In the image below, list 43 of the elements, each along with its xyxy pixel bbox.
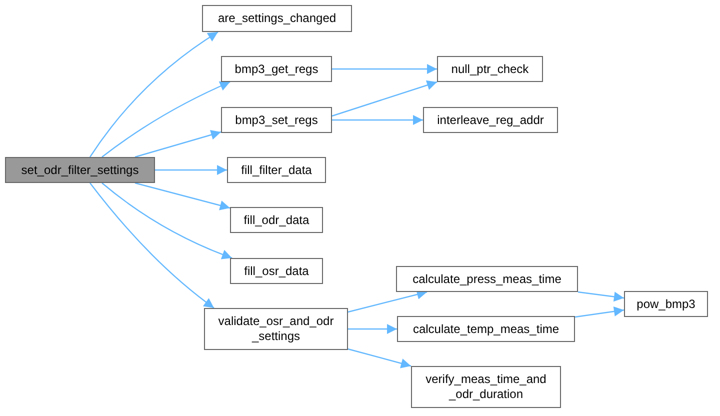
call-arrow [332, 64, 437, 74]
call-arrow [348, 348, 412, 368]
call-arrow [348, 290, 428, 313]
function-box [221, 56, 332, 82]
function-box [221, 107, 332, 133]
call-arrow [134, 130, 222, 158]
function-name: fill_filter_data [240, 162, 313, 178]
call-arrow [332, 80, 438, 117]
call-arrow [332, 115, 423, 125]
function-box [624, 291, 708, 317]
function-box [397, 316, 575, 342]
function-name: pow_bmp3 [636, 296, 696, 312]
call-arrow [348, 324, 397, 334]
function-box [396, 266, 578, 292]
function-name: null_ptr_check [450, 62, 530, 76]
call-arrow [90, 182, 214, 308]
function-box [227, 157, 326, 183]
function-name: interleave_reg_addr [436, 112, 545, 128]
function-name: set_odr_filter_settings [20, 162, 140, 178]
function-box [204, 308, 348, 350]
call-arrow [102, 182, 232, 260]
call-arrow [134, 182, 230, 210]
function-box [423, 107, 558, 133]
function-box [230, 258, 323, 284]
function-box [230, 207, 323, 233]
call-arrow [574, 306, 624, 318]
function-name: bmp3_get_regs [234, 62, 320, 76]
function-name: fill_osr_data [243, 264, 310, 278]
function-name: calculate_press_meas_time [412, 272, 562, 286]
call-arrow [578, 291, 624, 302]
function-box [5, 157, 155, 183]
function-name: verify_meas_time_and _odr_duration [424, 372, 548, 402]
call-arrow [102, 81, 230, 158]
function-box [202, 5, 352, 32]
call-arrow [155, 165, 227, 175]
function-box [411, 366, 561, 408]
function-box [437, 56, 543, 82]
call-arrow [90, 32, 218, 158]
function-name: fill_odr_data [242, 212, 310, 228]
function-name: are_settings_changed [216, 11, 338, 26]
function-name: validate_osr_and_odr _settings [217, 314, 335, 344]
function-name: calculate_temp_meas_time [412, 322, 560, 336]
function-name: bmp3_set_regs [234, 112, 319, 128]
